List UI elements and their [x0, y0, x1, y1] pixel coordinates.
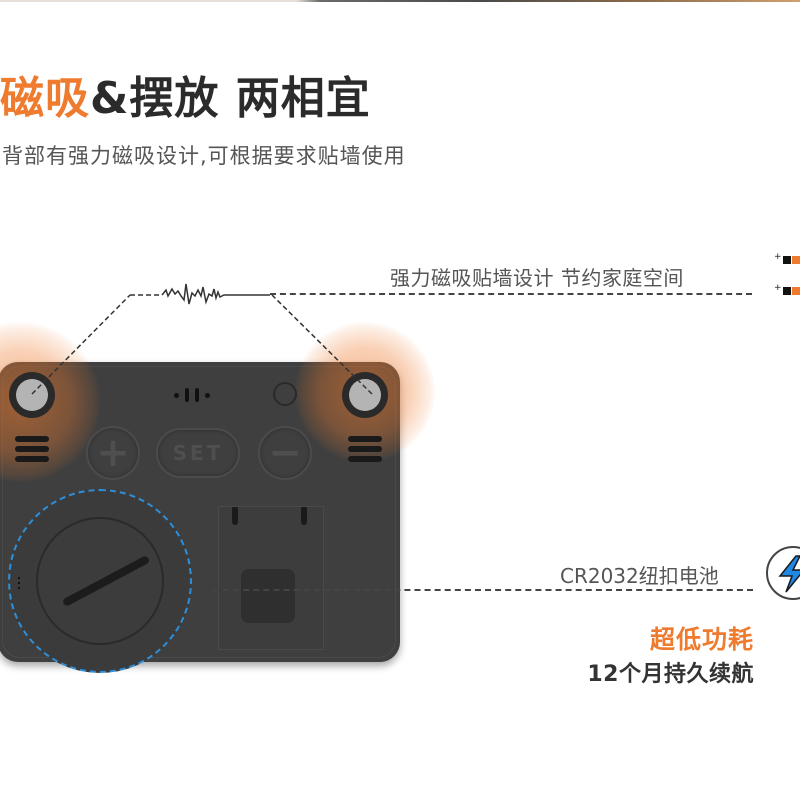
- plus-button[interactable]: +: [86, 426, 140, 480]
- page-title: 磁吸&摆放 两相宜: [0, 62, 371, 126]
- minus-button[interactable]: −: [258, 426, 312, 480]
- light-sensor: [273, 382, 297, 406]
- magnet-icon: [342, 372, 388, 418]
- vent-right: [348, 436, 382, 466]
- title-rest: &摆放 两相宜: [90, 73, 371, 124]
- title-accent: 磁吸: [0, 73, 90, 124]
- indicator-dots: [18, 577, 20, 592]
- kickstand-grip: [241, 569, 295, 623]
- page-subtitle: 背部有强力磁吸设计,可根据要求贴墙使用: [2, 144, 406, 168]
- magnet-callout-line: [270, 293, 752, 295]
- vent-left: [15, 436, 49, 466]
- battery-cover[interactable]: [36, 517, 164, 645]
- kickstand[interactable]: [218, 506, 324, 650]
- magnet-callout-label: 强力磁吸贴墙设计 节约家庭空间: [390, 266, 684, 290]
- waveform-icon: [161, 283, 270, 305]
- speaker-grille: [174, 388, 210, 402]
- battery-life-text: 12个月持久续航: [587, 662, 754, 687]
- top-image-strip: [0, 0, 800, 2]
- set-button[interactable]: SET: [156, 428, 240, 478]
- battery-callout-label: CR2032纽扣电池: [560, 564, 719, 588]
- low-power-title: 超低功耗: [649, 625, 754, 654]
- magnet-icon: [9, 372, 55, 418]
- battery-callout-line: [213, 589, 753, 591]
